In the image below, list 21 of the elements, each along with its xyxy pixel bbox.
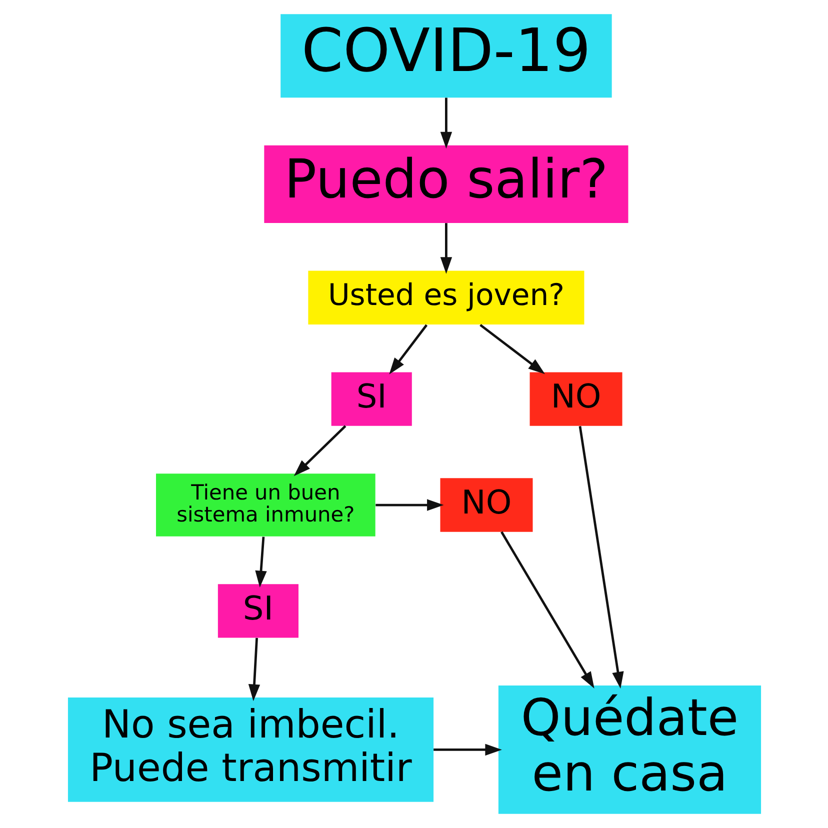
node-box: SI	[330, 372, 412, 426]
arrow	[440, 98, 452, 149]
node-box: COVID-19	[280, 14, 612, 98]
arrow	[388, 324, 428, 374]
arrow	[293, 425, 346, 476]
arrow	[500, 531, 594, 688]
node-box: Quédate en casa	[498, 686, 761, 814]
node-box: NO	[529, 372, 622, 426]
node-box: NO	[440, 478, 532, 532]
arrow	[440, 223, 452, 274]
node-box: Puedo salir?	[264, 145, 628, 224]
arrow	[254, 536, 266, 588]
arrow	[375, 499, 444, 511]
node-box: Usted es joven?	[308, 270, 584, 324]
arrow	[248, 638, 260, 702]
node-box: Tiene un buen sistema inmune?	[156, 474, 375, 536]
arrow	[433, 744, 502, 756]
node-box: No sea imbecil. Puede transmitir	[67, 698, 434, 802]
arrow	[578, 426, 624, 689]
arrow	[479, 324, 544, 374]
node-box: SI	[217, 584, 298, 638]
